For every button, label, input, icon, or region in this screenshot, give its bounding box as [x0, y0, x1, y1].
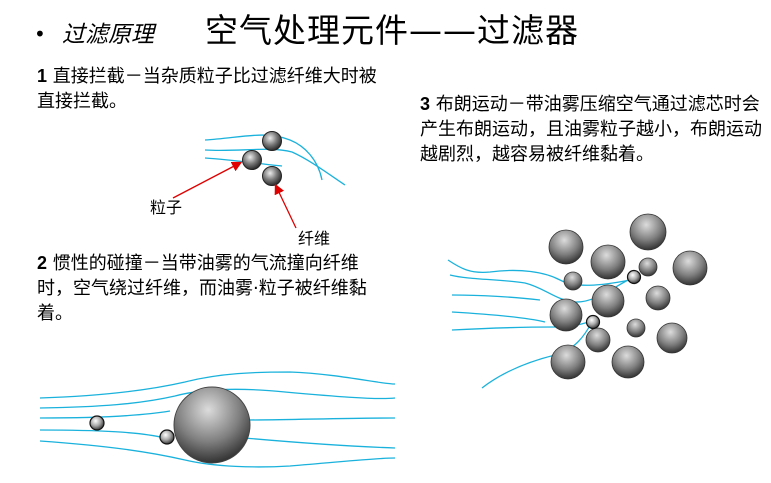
bullet-marker: • — [34, 22, 46, 46]
fiber-sphere — [591, 284, 625, 318]
fiber-sphere — [550, 344, 586, 380]
paragraph-text: 布朗运动－带油雾压缩空气通过滤芯时会产生布朗运动，且油雾粒子越小，布朗运动越剧烈… — [420, 94, 762, 165]
flow-line — [447, 259, 631, 286]
flow-line — [204, 134, 323, 181]
flow-line — [39, 371, 396, 399]
fiber-sphere — [590, 244, 626, 280]
flow-line — [204, 148, 346, 186]
paragraph-direct-interception: 1 直接拦截－当杂质粒子比过滤纤维大时被直接拦截。 — [37, 64, 387, 114]
paragraph-inertial-impaction: 2 惯性的碰撞－当带油雾的气流撞向纤维时，空气绕过纤维，而油雾·粒子被纤维黏着。 — [37, 251, 387, 326]
fiber-cylinder — [173, 386, 251, 464]
particle-sphere — [262, 131, 282, 151]
paragraph-number: 1 — [37, 66, 48, 86]
flow-line — [39, 429, 166, 439]
flow-line — [451, 311, 546, 323]
flow-line — [244, 417, 396, 421]
oil-mist-particle — [585, 314, 601, 330]
fiber-label: 纤维 — [298, 229, 331, 248]
paragraph-brownian-motion: 3 布朗运动－带油雾压缩空气通过滤芯时会产生布朗运动，且油雾粒子越小，布朗运动越… — [420, 92, 770, 167]
particle-label: 粒子 — [150, 198, 183, 217]
flow-line — [39, 440, 396, 468]
fiber-sphere — [656, 322, 688, 354]
particle-sphere — [89, 415, 105, 431]
fiber-sphere — [672, 250, 708, 286]
fiber-pointer-arrow — [274, 183, 297, 229]
flow-line — [451, 320, 593, 331]
oil-mist-particle — [626, 269, 642, 285]
particle-sphere — [262, 166, 282, 186]
fiber-sphere — [626, 318, 646, 338]
paragraph-number: 3 — [420, 94, 431, 114]
section-subtitle: 过滤原理 — [62, 22, 154, 48]
fiber-sphere — [548, 229, 584, 265]
fiber-sphere — [585, 327, 611, 353]
fiber-sphere — [563, 271, 583, 291]
fiber-sphere — [611, 345, 645, 379]
fiber-cluster — [548, 213, 708, 380]
particle-pointer-arrow — [172, 161, 243, 199]
diagram-brownian-motion — [447, 259, 633, 389]
flow-line — [244, 437, 396, 449]
paragraph-number: 2 — [37, 253, 48, 273]
fiber-sphere — [629, 213, 667, 251]
page-title: 空气处理元件——过滤器 — [205, 11, 579, 50]
fiber-sphere — [638, 257, 658, 277]
flow-line — [39, 410, 171, 419]
flow-line — [451, 294, 541, 301]
fiber-sphere — [645, 285, 671, 311]
particle-sphere — [242, 150, 262, 170]
paragraph-text: 直接拦截－当杂质粒子比过滤纤维大时被直接拦截。 — [37, 66, 377, 112]
paragraph-text: 惯性的碰撞－当带油雾的气流撞向纤维时，空气绕过纤维，而油雾·粒子被纤维黏着。 — [37, 253, 367, 324]
fiber-sphere — [549, 298, 583, 332]
particle-sphere — [159, 429, 175, 445]
